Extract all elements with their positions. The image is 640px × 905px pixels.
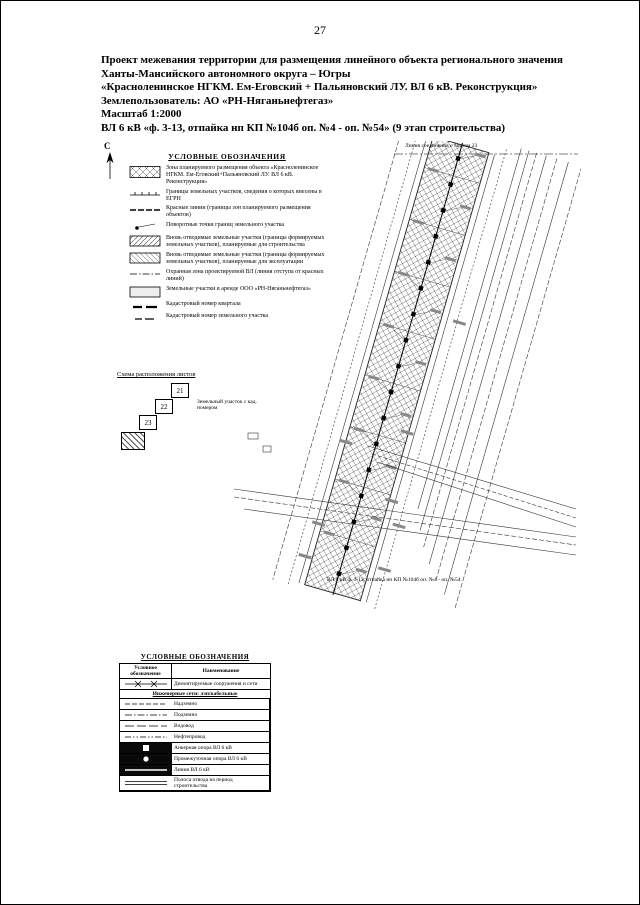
road-crossing — [233, 488, 577, 556]
anchor-tower-symbol — [120, 743, 172, 755]
header-line-2: Ханты-Мансийского автономного округа – Ю… — [101, 67, 351, 80]
right-of-way-symbol — [120, 776, 172, 792]
legend-row-name: Полоса отвода на период строительства — [172, 776, 270, 792]
legend-label: Вновь отводимые земельные участки (грани… — [166, 235, 325, 249]
oil-line-icon — [125, 736, 167, 738]
legend-row-name: Демонтируемые сооружения и сети — [172, 679, 270, 691]
legend-row-name: Линия ВЛ 6 кВ — [172, 765, 270, 777]
sheet-box-21: 21 — [171, 383, 189, 398]
north-compass: С — [104, 141, 111, 151]
current-sheet-box — [121, 432, 145, 450]
underground-line-icon — [125, 714, 167, 716]
sheet-number: 22 — [160, 402, 168, 411]
intermediate-tower-symbol — [120, 754, 172, 766]
sheet-box-22: 22 — [155, 399, 173, 414]
red-line-swatch — [130, 209, 160, 212]
header-line-5: Масштаб 1:2000 — [101, 108, 182, 121]
legend-item: Земельные участки в аренде ООО «РН-Няган… — [129, 286, 325, 298]
legend-item: Кадастровый номер квартала — [129, 301, 325, 310]
route-corridor — [272, 141, 581, 609]
legend-row-name: Анкерная опора ВЛ 6 кВ — [172, 743, 270, 755]
oil-line-symbol — [120, 732, 172, 744]
sheet-number: 23 — [144, 418, 152, 427]
bottom-legend-table: Условное обозначение Наименование Демонт… — [119, 663, 271, 793]
legend-item: Кадастровый номер земельного участка — [129, 313, 325, 322]
water-line-symbol — [120, 721, 172, 733]
zone-hatch-swatch — [129, 166, 161, 178]
legend-label: Кадастровый номер квартала — [166, 300, 241, 307]
overhead-line-icon — [125, 703, 167, 705]
legend-row-name: Подземно — [172, 710, 270, 722]
column-header-name: Наименование — [172, 664, 270, 680]
bottom-legend-title: УСЛОВНЫЕ ОБОЗНАЧЕНИЯ — [140, 653, 250, 661]
section-header: Инженерные сети: лэп/кабельные — [120, 690, 270, 700]
demolished-line-symbol — [120, 679, 172, 691]
legend-label: Зона планируемого размещения объекта «Кр… — [166, 165, 319, 185]
legend-row-name: Нефтепровод — [172, 732, 270, 744]
cadastral-quarter-swatch — [133, 305, 157, 308]
sheet-scheme-title: Схема расположения листов — [117, 371, 196, 378]
header-line-3: «Красноленинское НГКМ. Ем-Еговский + Пал… — [101, 81, 538, 94]
north-arrow — [106, 152, 114, 179]
bottom-legend: УСЛОВНЫЕ ОБОЗНАЧЕНИЯ Условное обозначени… — [119, 653, 271, 793]
header-line-1: Проект межевания территории для размещен… — [101, 54, 563, 66]
sheet-box-23: 23 — [139, 415, 157, 430]
new-parcel-operation-swatch — [129, 252, 161, 264]
legend-item: Границы земельных участков, сведения о к… — [129, 189, 325, 203]
demolished-line-icon — [124, 680, 167, 688]
intermediate-tower-icon — [143, 756, 149, 762]
legend-item: Вновь отводимые земельные участки (грани… — [129, 252, 325, 266]
annotation-marks — [298, 319, 467, 573]
legend-item: Поворотные точки границ земельного участ… — [129, 222, 325, 232]
legend-label: Границы земельных участков, сведения о к… — [166, 188, 322, 202]
compass-label: С — [104, 141, 111, 151]
legend-item: Вновь отводимые земельные участки (грани… — [129, 235, 325, 249]
header-line-6: ВЛ 6 кВ «ф. 3-13, отпайка нп КП №104б оп… — [101, 121, 506, 134]
legend-label: Кадастровый номер земельного участка — [166, 312, 268, 319]
parcel-note-label: Земельный участок с кад. номером — [197, 399, 257, 412]
legend-item: Зона планируемого размещения объекта «Кр… — [129, 165, 325, 186]
map-legend: УСЛОВНЫЕ ОБОЗНАЧЕНИЯ Зона планируемого р… — [129, 152, 325, 325]
connection-line-label: Линия соединения с листом 23 — [405, 143, 478, 149]
cadastral-parcel-swatch — [135, 317, 154, 320]
legend-label: Земельные участки в аренде ООО «РН-Няган… — [166, 285, 311, 292]
water-line-icon — [125, 725, 167, 727]
power-line-symbol — [120, 765, 172, 777]
branch-lines — [367, 445, 577, 528]
overhead-line-symbol — [120, 699, 172, 711]
site-buildings — [247, 432, 272, 453]
legend-item: Охранная зона проектируемой ВЛ (линия от… — [129, 269, 325, 283]
legend-row-name: Промежуточная опора ВЛ 6 кВ — [172, 754, 270, 766]
legend-label: Поворотные точки границ земельного участ… — [166, 222, 285, 229]
guard-zone-swatch — [130, 273, 160, 275]
legend-label: Охранная зона проектируемой ВЛ (линия от… — [166, 268, 324, 282]
legend-label: Вновь отводимые земельные участки (грани… — [166, 252, 325, 265]
right-of-way-icon — [125, 781, 167, 786]
route-label: ВЛ 6 кВ ф. 3-13, отпайка нп КП №104б оп.… — [327, 577, 461, 583]
map-legend-title: УСЛОВНЫЕ ОБОЗНАЧЕНИЯ — [168, 152, 286, 161]
anchor-tower-icon — [143, 745, 149, 752]
survey-plan: С УСЛОВНЫЕ ОБОЗНАЧЕНИЯ Зона планируемого… — [1, 141, 639, 656]
parcel-boundary-swatch — [130, 191, 160, 196]
power-line-icon — [125, 769, 167, 771]
column-header-symbol: Условное обозначение — [120, 664, 172, 680]
page-number: 27 — [314, 23, 326, 37]
legend-row-name: Водовод — [172, 721, 270, 733]
sheet-scheme: Схема расположения листов 21 22 23 — [117, 371, 247, 471]
turning-point-swatch — [135, 223, 156, 231]
plan-drawing — [106, 141, 581, 609]
legend-row-name: Надземно — [172, 699, 270, 711]
legend-item: Красные линии (границы зон планируемого … — [129, 205, 325, 219]
new-parcel-construction-swatch — [129, 235, 161, 247]
underground-line-symbol — [120, 710, 172, 722]
document-header: Проект межевания территории для размещен… — [101, 54, 579, 136]
sheet-number: 21 — [176, 386, 184, 395]
header-line-4: Землепользователь: АО «РН-Няганьнефтегаз… — [101, 94, 334, 107]
legend-label: Красные линии (границы зон планируемого … — [166, 205, 311, 219]
leased-parcel-swatch — [129, 286, 161, 297]
